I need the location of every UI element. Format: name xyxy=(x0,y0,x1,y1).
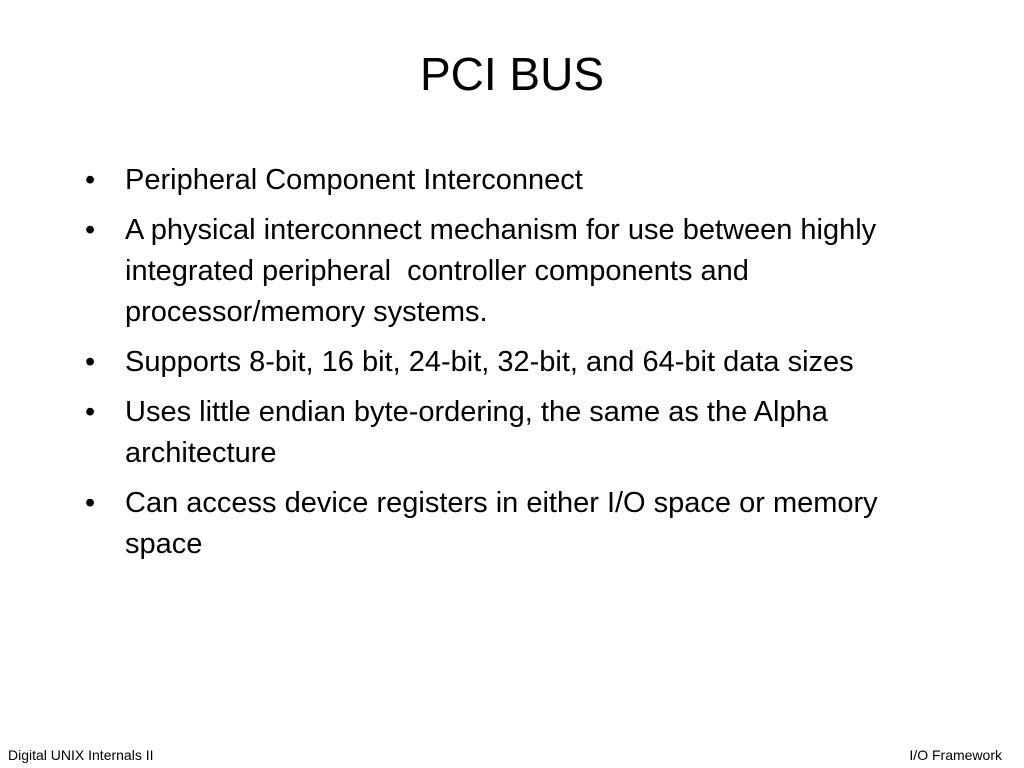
bullet-marker: • xyxy=(85,164,96,196)
bullet-text: Supports 8-bit, 16 bit, 24-bit, 32-bit, … xyxy=(125,346,854,378)
bullet-item-device-registers: • Can access device registers in either … xyxy=(85,483,930,565)
bullet-marker: • xyxy=(85,214,96,246)
slide-title: PCI BUS xyxy=(419,48,605,100)
bullet-text: A physical interconnect mechanism for us… xyxy=(125,214,885,328)
bullet-item-physical-interconnect: • A physical interconnect mechanism for … xyxy=(85,210,930,333)
bullet-text: Uses little endian byte-ordering, the sa… xyxy=(125,396,828,469)
bullet-item-peripheral-component-interconnect: • Peripheral Component Interconnect xyxy=(85,160,930,201)
bullet-marker: • xyxy=(85,346,96,378)
bullet-item-data-sizes: • Supports 8-bit, 16 bit, 24-bit, 32-bit… xyxy=(85,342,930,383)
bullet-marker: • xyxy=(85,487,96,519)
footer-course-title: Digital UNIX Internals II xyxy=(8,747,154,763)
bullet-marker: • xyxy=(85,396,96,428)
bullet-text: Peripheral Component Interconnect xyxy=(125,164,583,196)
bullet-item-byte-ordering: • Uses little endian byte-ordering, the … xyxy=(85,392,930,474)
footer-section-title: I/O Framework xyxy=(909,747,1002,763)
bullet-list: • Peripheral Component Interconnect • A … xyxy=(85,160,930,574)
bullet-text: Can access device registers in either I/… xyxy=(125,487,878,560)
